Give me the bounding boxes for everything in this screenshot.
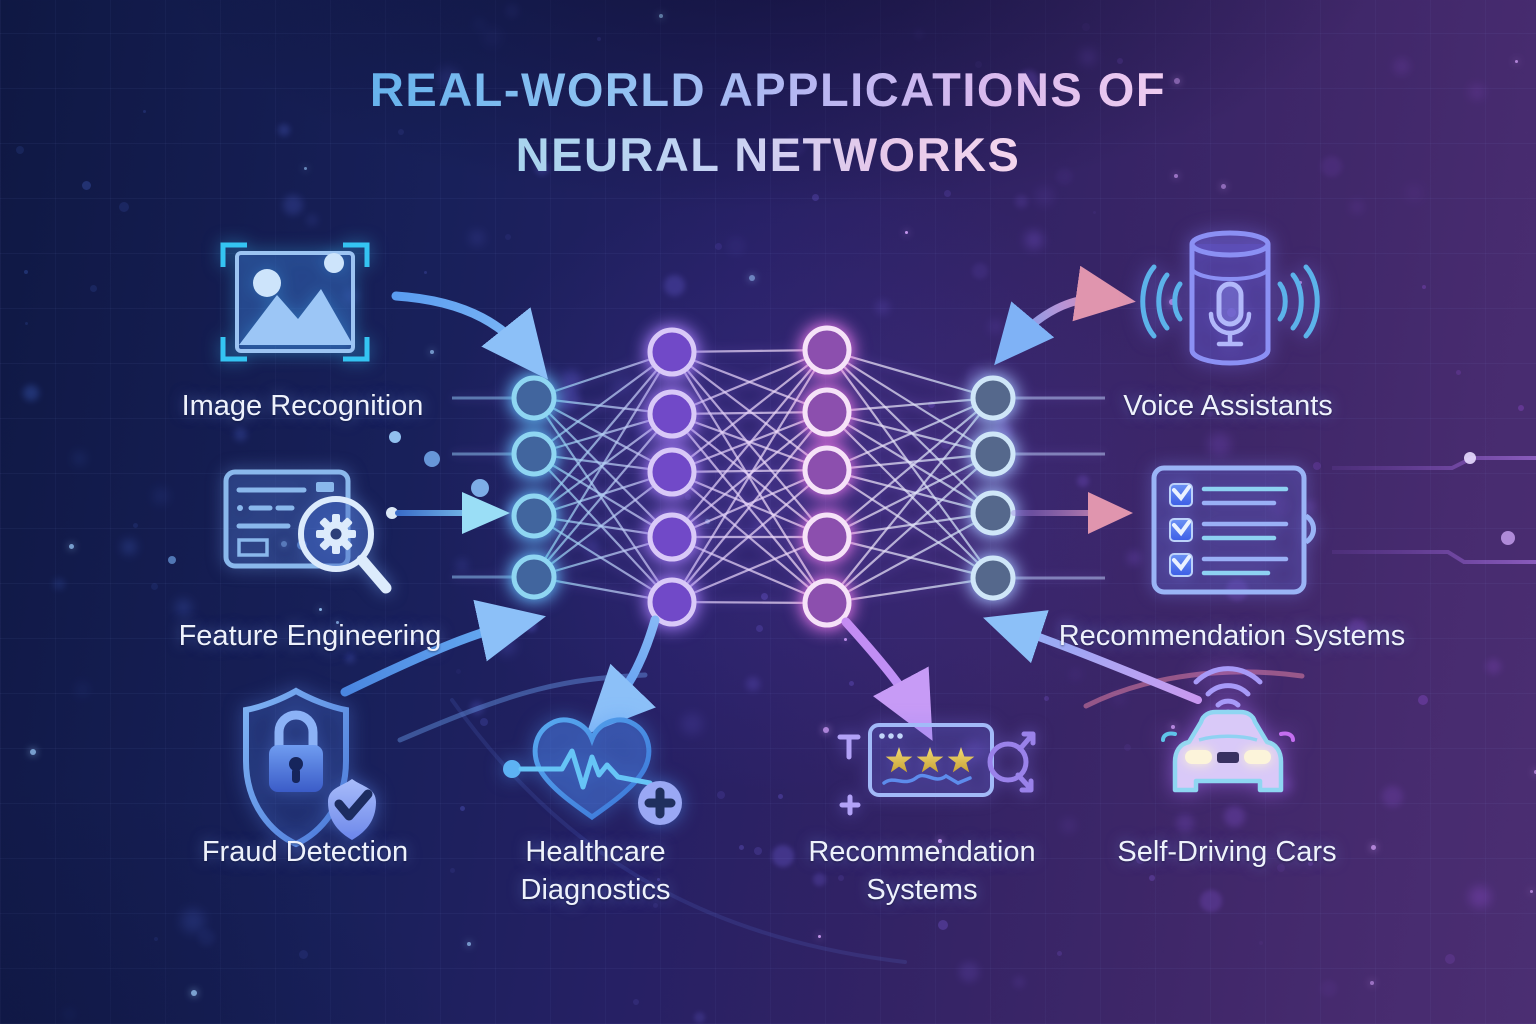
- neuron-node: [970, 555, 1016, 601]
- arrow-network-voice-assistants: [994, 265, 1136, 366]
- recommendation-systems-bottom-label: Recommendation Systems: [808, 836, 1036, 907]
- connected-car-icon: [1133, 662, 1323, 822]
- arrow-network-to-healthcare: [586, 615, 660, 735]
- image-recognition-label: Image Recognition: [181, 390, 424, 422]
- left-light-streaks: [0, 431, 489, 564]
- feature-engineering-label: Feature Engineering: [178, 620, 442, 652]
- neuron-node: [511, 431, 557, 477]
- self-driving-cars-label: Self-Driving Cars: [1117, 836, 1337, 868]
- neuron-node: [647, 577, 697, 627]
- smart-speaker-icon: [1140, 222, 1320, 392]
- neuron-node: [970, 375, 1016, 421]
- healthcare-diagnostics-label: Healthcare Diagnostics: [520, 836, 671, 907]
- neuron-node: [802, 512, 852, 562]
- document-magnifier-gear-icon: [218, 462, 403, 612]
- layer-hidden-2: [802, 325, 852, 628]
- neuron-node: [647, 327, 697, 377]
- arrow-network-to-recommendation-bottom: [841, 617, 933, 741]
- title-line-2: NEURAL NETWORKS: [516, 123, 1021, 188]
- shield-lock-check-icon: [232, 683, 392, 855]
- right-circuit-traces: [1332, 428, 1536, 564]
- neuron-node: [511, 554, 557, 600]
- checklist-icon: [1148, 462, 1317, 602]
- title-line-1: REAL-WORLD APPLICATIONS OF: [370, 58, 1166, 123]
- layer-hidden-1: [647, 327, 697, 627]
- neuron-node: [647, 447, 697, 497]
- layer-input: [511, 375, 557, 600]
- neuron-node: [802, 325, 852, 375]
- arrow-image-recognition-to-input: [391, 291, 549, 380]
- neuron-node: [802, 387, 852, 437]
- arrow-fraud-detection-to-input: [340, 599, 546, 697]
- neuron-node: [802, 445, 852, 495]
- arrow-self-driving-to-output: [983, 610, 1202, 704]
- neuron-node: [647, 389, 697, 439]
- star-rating-icon: [828, 715, 1040, 833]
- neuron-node: [970, 431, 1016, 477]
- picture-frame-icon: [215, 235, 375, 370]
- neuron-node: [647, 512, 697, 562]
- recommendation-systems-right-label: Recommendation Systems: [1058, 620, 1406, 652]
- heart-pulse-icon: [500, 705, 685, 840]
- neuron-node: [511, 493, 557, 539]
- voice-assistants-label: Voice Assistants: [1123, 390, 1333, 422]
- page-title: REAL-WORLD APPLICATIONS OF NEURAL NETWOR…: [0, 58, 1536, 188]
- neuron-node: [802, 578, 852, 628]
- fraud-detection-label: Fraud Detection: [201, 836, 409, 868]
